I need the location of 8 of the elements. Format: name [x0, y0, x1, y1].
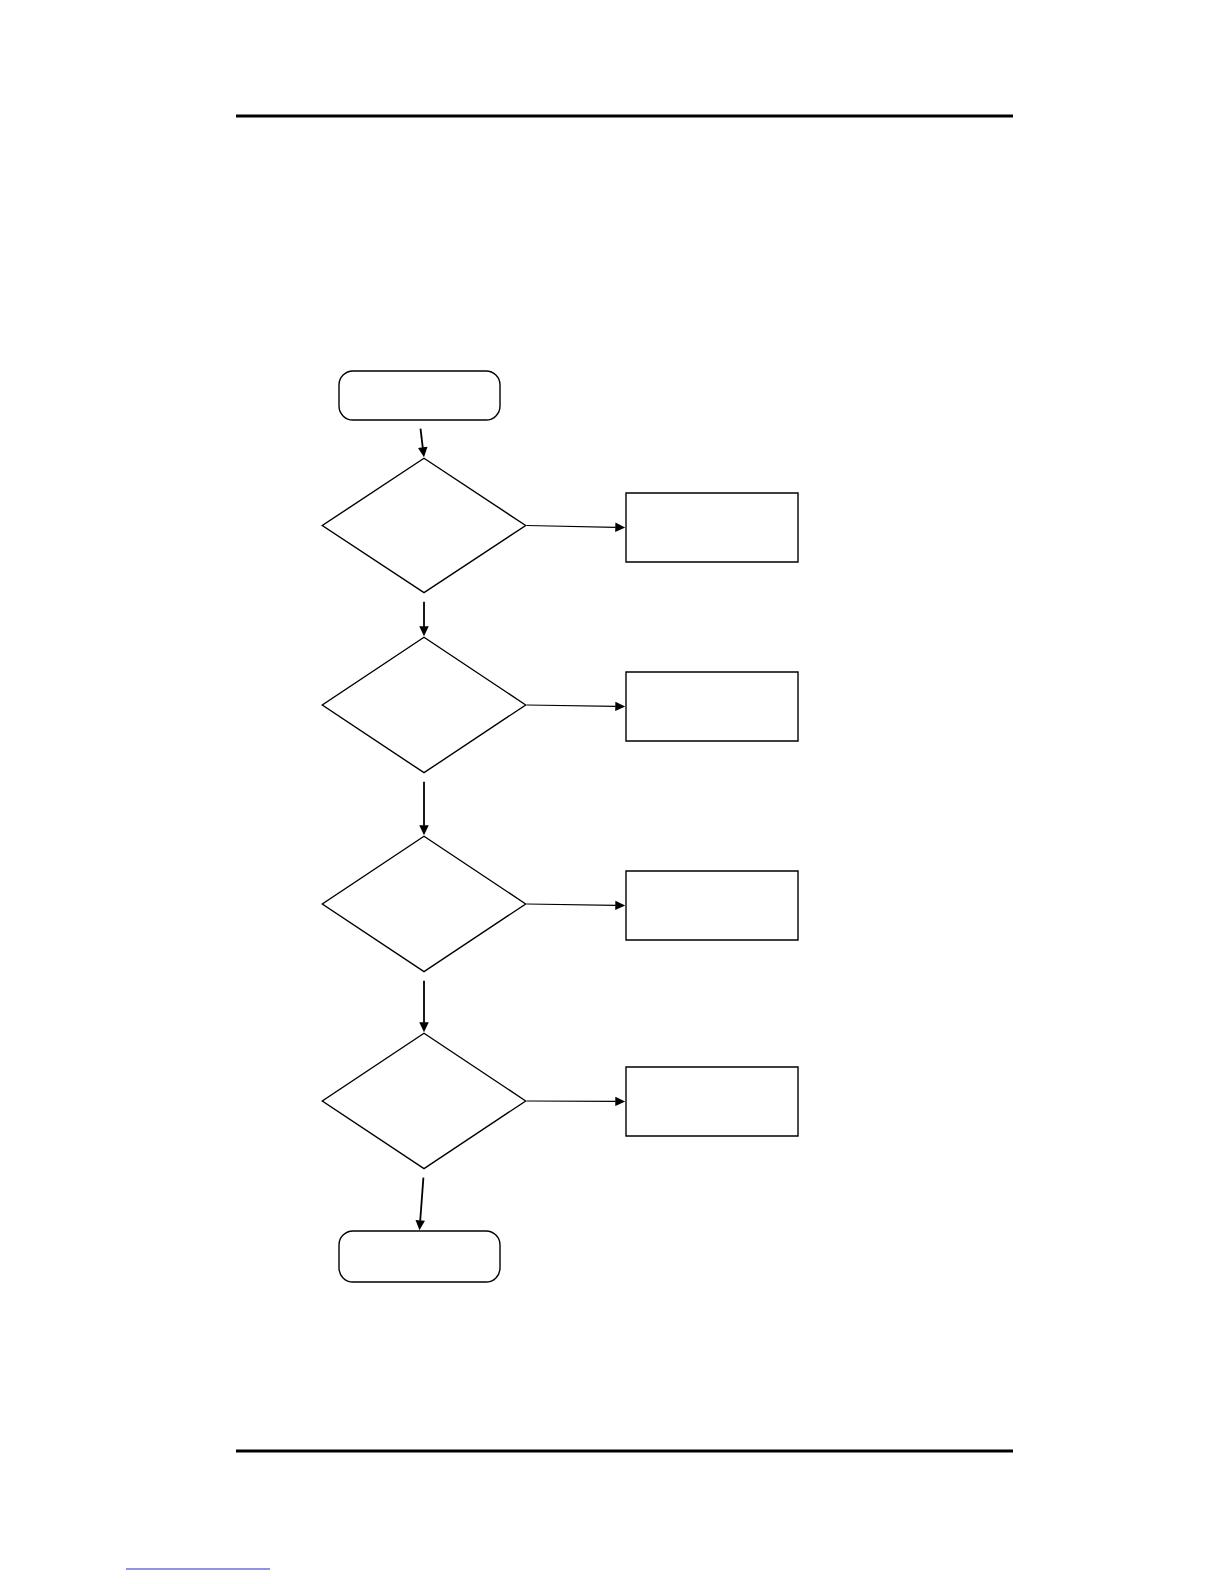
decision-diamond	[321, 457, 527, 594]
decision-diamond	[321, 1032, 527, 1170]
decision-diamond	[321, 636, 527, 774]
process-box	[625, 492, 799, 563]
process-box	[625, 870, 799, 941]
process-box	[625, 1066, 799, 1137]
process-box	[625, 671, 799, 742]
decision-diamond	[321, 835, 527, 973]
